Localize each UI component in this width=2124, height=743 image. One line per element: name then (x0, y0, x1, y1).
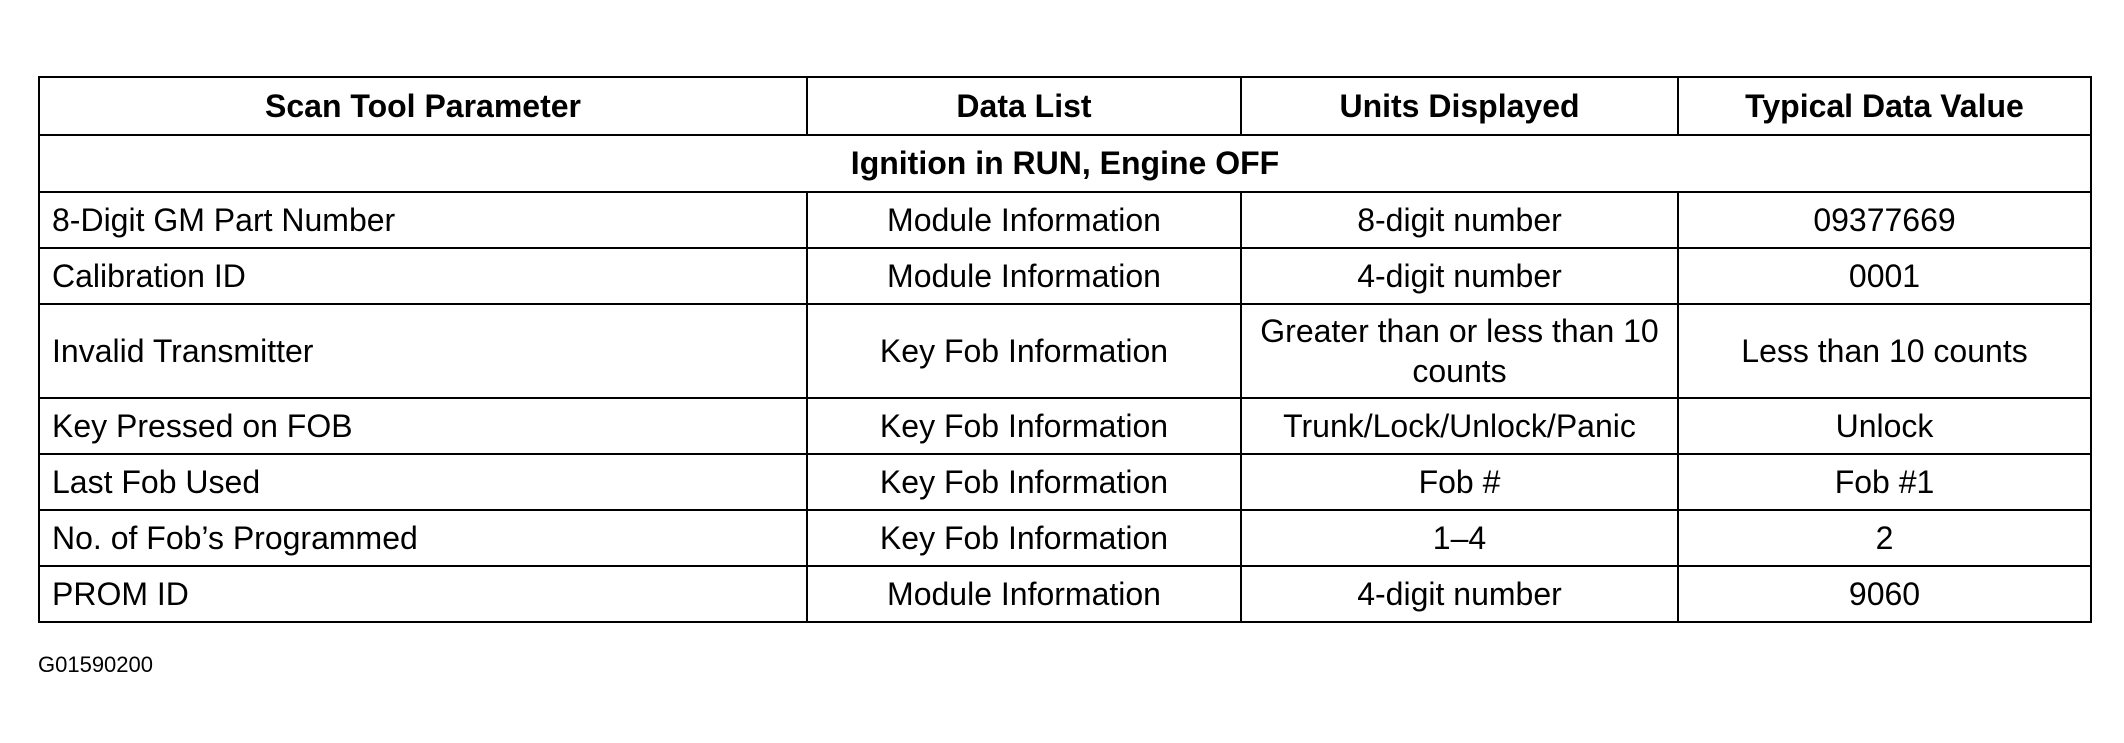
cell-units: 4-digit number (1240, 247, 1679, 305)
cell-parameter: Last Fob Used (38, 453, 808, 511)
cell-data-list: Key Fob Information (806, 303, 1242, 399)
table-row: PROM ID Module Information 4-digit numbe… (38, 565, 2092, 623)
cell-data-list: Module Information (806, 565, 1242, 623)
header-scan-tool-parameter: Scan Tool Parameter (38, 76, 808, 136)
table-row: Invalid Transmitter Key Fob Information … (38, 303, 2092, 399)
table-row: No. of Fob’s Programmed Key Fob Informat… (38, 509, 2092, 567)
cell-units: Greater than or less than 10 counts (1240, 303, 1679, 399)
cell-typical-value: 9060 (1677, 565, 2092, 623)
header-units-displayed: Units Displayed (1240, 76, 1679, 136)
cell-typical-value: 09377669 (1677, 191, 2092, 249)
cell-typical-value: Less than 10 counts (1677, 303, 2092, 399)
table-row: Key Pressed on FOB Key Fob Information T… (38, 397, 2092, 455)
header-row: Scan Tool Parameter Data List Units Disp… (38, 76, 2092, 136)
data-table-container: Scan Tool Parameter Data List Units Disp… (38, 76, 2092, 623)
cell-units: 4-digit number (1240, 565, 1679, 623)
cell-data-list: Module Information (806, 191, 1242, 249)
header-typical-data-value: Typical Data Value (1677, 76, 2092, 136)
cell-typical-value: 2 (1677, 509, 2092, 567)
cell-units: 8-digit number (1240, 191, 1679, 249)
cell-data-list: Key Fob Information (806, 397, 1242, 455)
cell-parameter: PROM ID (38, 565, 808, 623)
cell-parameter: Calibration ID (38, 247, 808, 305)
cell-data-list: Key Fob Information (806, 453, 1242, 511)
cell-units: 1–4 (1240, 509, 1679, 567)
section-title: Ignition in RUN, Engine OFF (38, 134, 2092, 193)
cell-units: Fob # (1240, 453, 1679, 511)
cell-parameter: Invalid Transmitter (38, 303, 808, 399)
cell-typical-value: 0001 (1677, 247, 2092, 305)
cell-typical-value: Fob #1 (1677, 453, 2092, 511)
cell-units: Trunk/Lock/Unlock/Panic (1240, 397, 1679, 455)
section-row: Ignition in RUN, Engine OFF (38, 134, 2092, 193)
cell-data-list: Key Fob Information (806, 509, 1242, 567)
cell-parameter: No. of Fob’s Programmed (38, 509, 808, 567)
header-data-list: Data List (806, 76, 1242, 136)
table-row: 8-Digit GM Part Number Module Informatio… (38, 191, 2092, 249)
cell-typical-value: Unlock (1677, 397, 2092, 455)
figure-id: G01590200 (38, 652, 153, 677)
cell-parameter: 8-Digit GM Part Number (38, 191, 808, 249)
table-row: Calibration ID Module Information 4-digi… (38, 247, 2092, 305)
table-row: Last Fob Used Key Fob Information Fob # … (38, 453, 2092, 511)
cell-parameter: Key Pressed on FOB (38, 397, 808, 455)
cell-data-list: Module Information (806, 247, 1242, 305)
scan-tool-data-table: Scan Tool Parameter Data List Units Disp… (38, 76, 2092, 623)
